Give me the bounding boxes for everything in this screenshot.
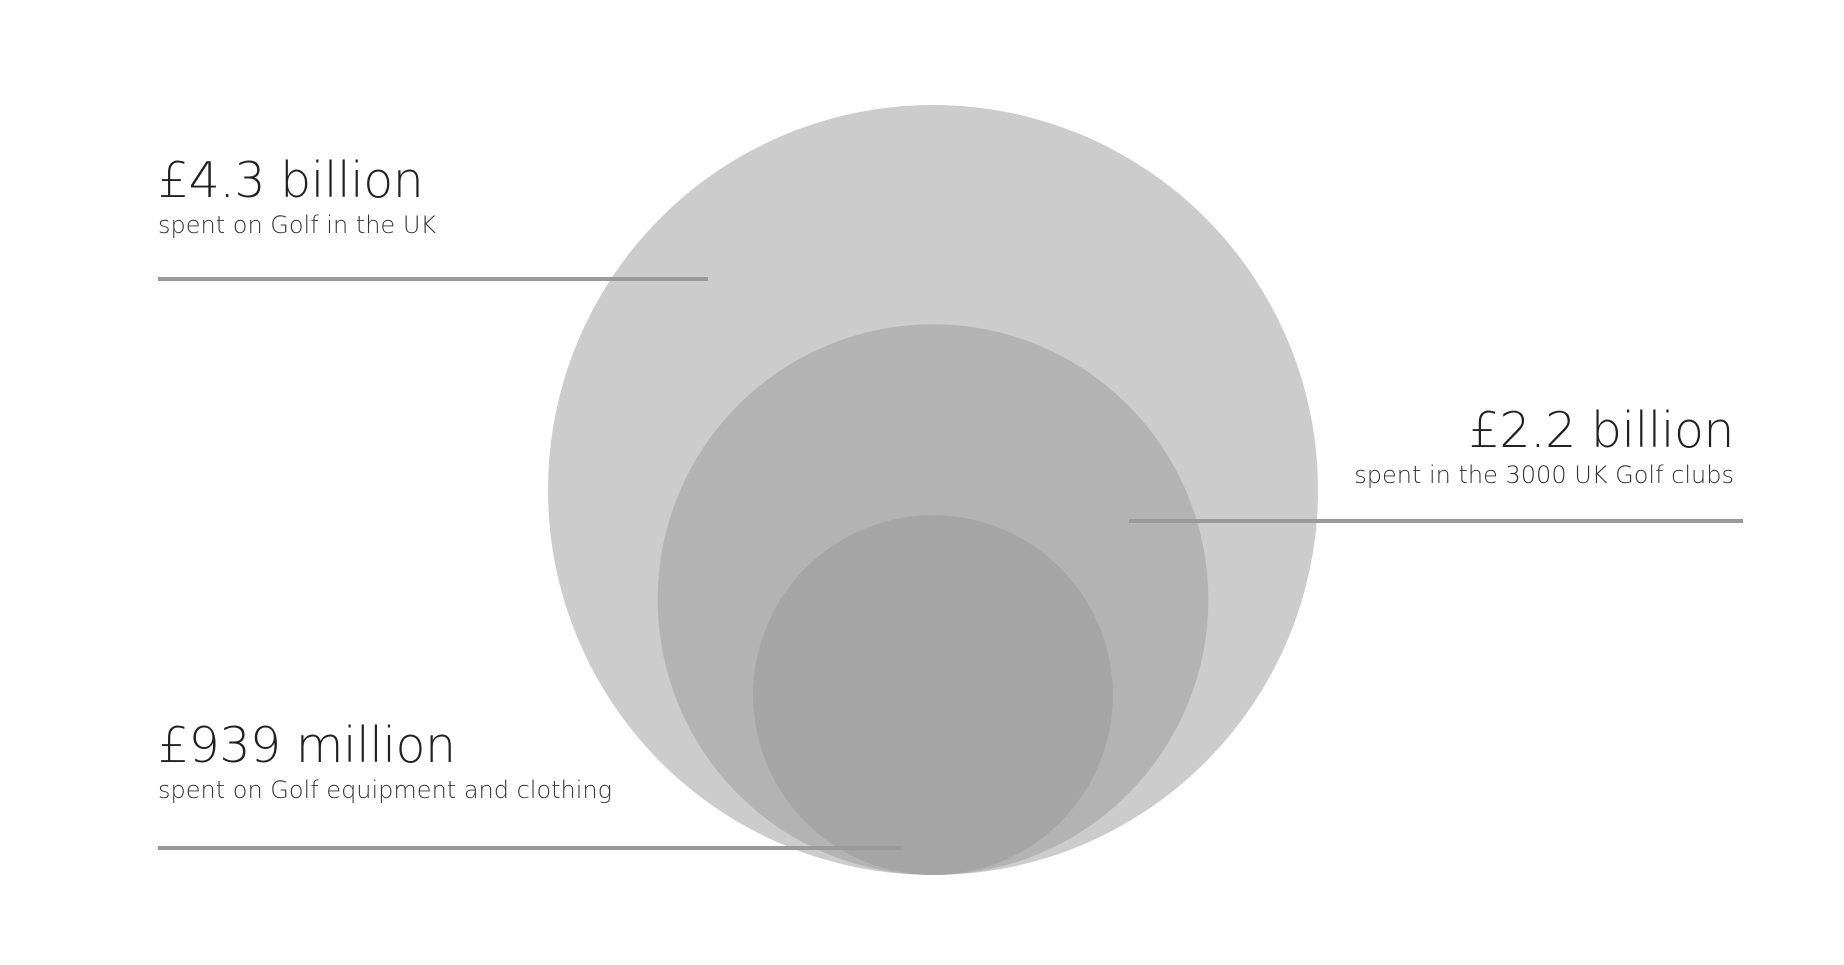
label-golf-uk-value: £4.3 billion <box>158 152 424 209</box>
label-golf-uk: £4.3 billion spent on Golf in the UK <box>158 154 436 241</box>
label-golf-clubs-value: £2.2 billion <box>1468 402 1735 459</box>
label-golf-equipment: £939 million spent on Golf equipment and… <box>158 719 612 806</box>
label-golf-clubs-description: spent in the 3000 UK Golf clubs <box>1354 460 1734 489</box>
label-golf-clubs: £2.2 billion spent in the 3000 UK Golf c… <box>1354 404 1734 491</box>
label-golf-equipment-description: spent on Golf equipment and clothing <box>158 775 613 804</box>
bubble-golf-equipment <box>753 515 1113 875</box>
label-golf-uk-description: spent on Golf in the UK <box>158 210 437 239</box>
label-golf-equipment-value: £939 million <box>158 717 456 774</box>
